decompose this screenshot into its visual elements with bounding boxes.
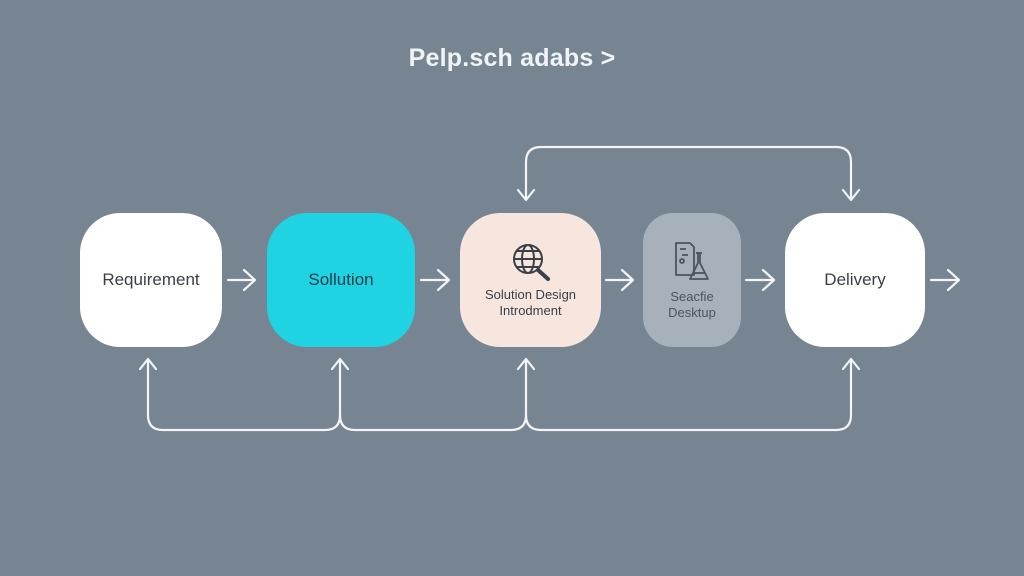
arrow-desktop-to-delivery bbox=[744, 268, 776, 292]
top-loop-connector bbox=[524, 145, 853, 200]
node-solution[interactable]: Sollution bbox=[267, 213, 415, 347]
node-delivery[interactable]: Delivery bbox=[785, 213, 925, 347]
node-delivery-label: Delivery bbox=[824, 270, 886, 289]
bottom-loop-arrowhead-1 bbox=[138, 357, 158, 371]
node-solution-design-label-1: Solution Design bbox=[484, 287, 577, 302]
arrow-delivery-out bbox=[929, 268, 961, 292]
node-desktop-label-2: Desktup bbox=[668, 305, 716, 320]
top-loop-arrowhead-left bbox=[516, 188, 536, 202]
bottom-loop-arrowhead-3 bbox=[516, 357, 536, 371]
bottom-loop-arrowhead-2 bbox=[330, 357, 350, 371]
node-requirement-label: Requirement bbox=[102, 270, 200, 289]
node-solution-design[interactable]: Solution Design Introdment bbox=[460, 213, 601, 347]
bottom-loop-connector-mid bbox=[338, 358, 528, 432]
arrow-solution-to-design bbox=[419, 268, 451, 292]
flask-document-icon bbox=[675, 242, 709, 280]
node-desktop[interactable]: Seacfie Desktup bbox=[643, 213, 741, 347]
arrow-design-to-desktop bbox=[604, 268, 635, 292]
node-desktop-label-1: Seacfie bbox=[670, 289, 714, 304]
top-loop-arrowhead-right bbox=[841, 188, 861, 202]
globe-search-icon bbox=[512, 244, 550, 281]
node-solution-design-label-2: Introdment bbox=[499, 303, 562, 318]
bottom-loop-connector-left bbox=[146, 358, 342, 432]
arrow-requirement-to-solution bbox=[226, 268, 257, 292]
node-solution-label: Sollution bbox=[308, 270, 374, 289]
bottom-loop-arrowhead-4 bbox=[841, 357, 861, 371]
diagram-title: Pelp.sch adabs > bbox=[408, 44, 616, 72]
node-requirement[interactable]: Requirement bbox=[80, 213, 222, 347]
bottom-loop-connector-right bbox=[524, 358, 853, 432]
